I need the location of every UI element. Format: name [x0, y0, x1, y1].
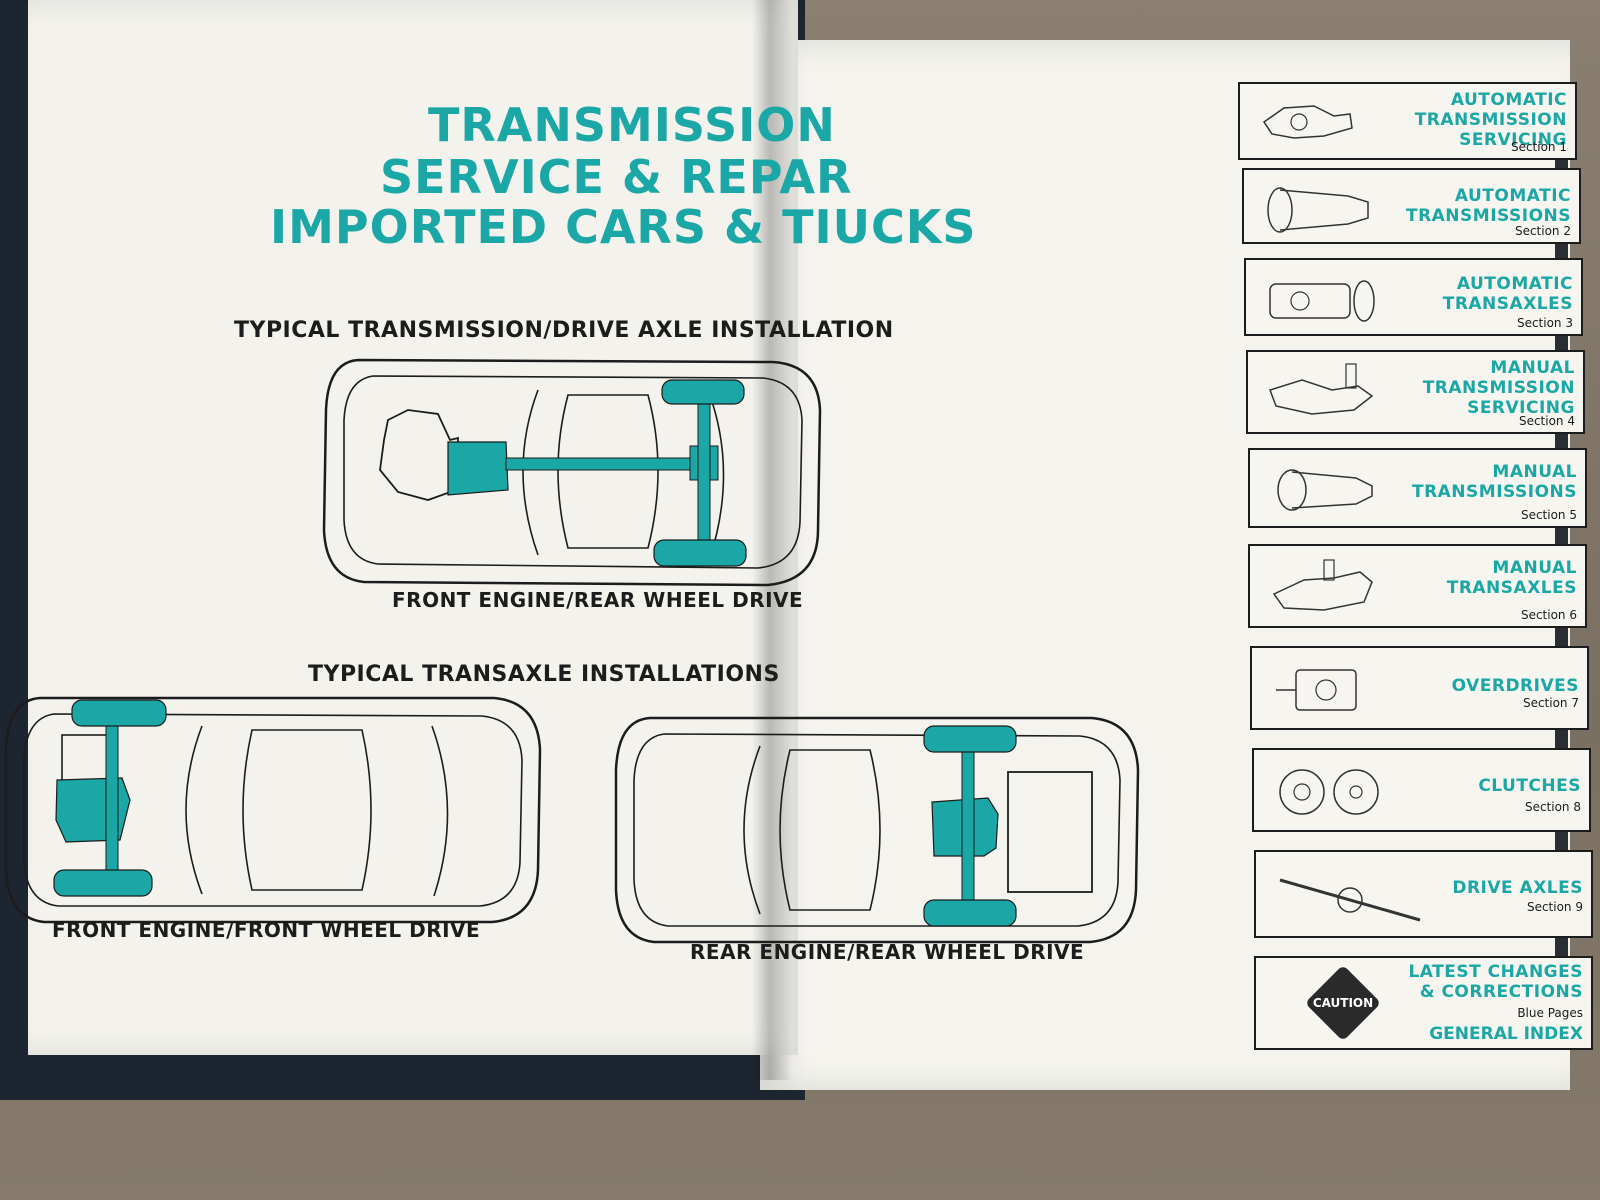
caption-front-engine-rear-drive: FRONT ENGINE/REAR WHEEL DRIVE: [392, 588, 804, 612]
transaxle-icon: [1269, 280, 1375, 322]
automatic-transmission-icon: [1267, 187, 1369, 233]
tab-section-label: Section 9: [1526, 900, 1583, 914]
tab-section-7[interactable]: OVERDRIVES Section 7: [1250, 646, 1589, 730]
front-engine-rear-drive-diagram: [322, 358, 822, 587]
general-index-label: GENERAL INDEX: [1429, 1024, 1583, 1044]
section-heading-transaxle: TYPICAL TRANSAXLE INSTALLATIONS: [308, 662, 780, 687]
title-line-1: TRANSMISSION: [428, 98, 836, 152]
title-line-2: SERVICE & REPAR: [380, 150, 853, 204]
title-line-3: IMPORTED CARS & TIUCKS: [270, 200, 977, 254]
manual-transmission-icon: [1277, 469, 1373, 511]
tab-section-label: Section 5: [1520, 508, 1577, 522]
tab-section-label: Section 8: [1524, 800, 1581, 814]
tab-title: OVERDRIVES: [1451, 676, 1579, 696]
tab-section-label: Section 7: [1522, 696, 1579, 710]
left-page: [28, 0, 798, 1055]
clutch-icon: [1279, 769, 1379, 815]
tab-section-label: Section 2: [1514, 224, 1571, 238]
tab-section-label: Section 1: [1510, 140, 1567, 154]
overdrive-icon: [1276, 669, 1357, 711]
tab-section-8[interactable]: CLUTCHES Section 8: [1252, 748, 1591, 832]
tab-title: CLUTCHES: [1478, 776, 1581, 796]
front-engine-front-drive-diagram: [4, 696, 542, 924]
caption-rear-engine-rear-drive: REAR ENGINE/REAR WHEEL DRIVE: [690, 940, 1085, 964]
tab-title: LATEST CHANGES& CORRECTIONS: [1408, 962, 1583, 1002]
caution-badge-label: CAUTION: [1312, 996, 1374, 1010]
tab-section-label: Section 6: [1520, 608, 1577, 622]
book-gutter: [752, 0, 792, 1080]
blue-pages-label: Blue Pages: [1517, 1006, 1583, 1020]
manual-transaxle-icon: [1272, 559, 1373, 611]
transmission-assembly-icon: [1262, 105, 1353, 139]
drive-axle-icon: [1279, 878, 1421, 922]
section-heading-transmission: TYPICAL TRANSMISSION/DRIVE AXLE INSTALLA…: [234, 318, 894, 343]
caption-front-engine-front-drive: FRONT ENGINE/FRONT WHEEL DRIVE: [52, 918, 481, 942]
tab-latest-changes[interactable]: CAUTION LATEST CHANGES& CORRECTIONS Blue…: [1254, 956, 1593, 1050]
tab-title: DRIVE AXLES: [1452, 878, 1583, 898]
rear-engine-rear-drive-diagram: [614, 716, 1140, 944]
tab-section-label: Section 4: [1518, 414, 1575, 428]
tab-section-label: Section 3: [1516, 316, 1573, 330]
tab-section-9[interactable]: DRIVE AXLES Section 9: [1254, 850, 1593, 938]
manual-transmission-service-icon: [1269, 363, 1374, 415]
